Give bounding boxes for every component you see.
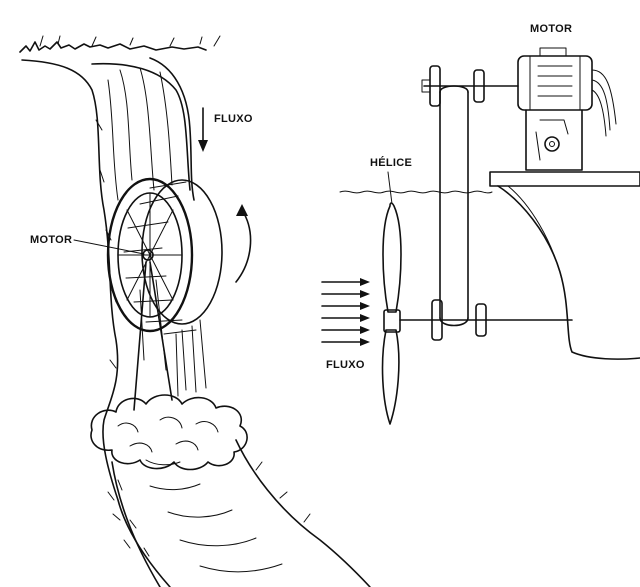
propeller-label: HÉLICE xyxy=(370,156,412,169)
flow-down-arrow-icon xyxy=(198,107,208,152)
waterfall-scene: FLUXO MOTOR xyxy=(19,35,371,587)
grass-ridge xyxy=(19,41,207,53)
drive-belt xyxy=(439,85,469,327)
flow-arrows-right xyxy=(321,278,370,346)
lower-pulley-right xyxy=(475,303,487,337)
flow-label-left: FLUXO xyxy=(214,113,253,125)
waterfall-edge-left xyxy=(91,62,191,191)
river-bank-left xyxy=(111,461,161,587)
wheel-support xyxy=(133,261,173,411)
motor-label-left: MOTOR xyxy=(30,234,72,246)
water-surface xyxy=(339,190,493,194)
river-bank-right xyxy=(235,439,371,587)
boat-hull xyxy=(489,171,640,360)
lower-pulley-left xyxy=(431,299,443,341)
water-wheel xyxy=(106,177,223,335)
rotation-arrow-icon xyxy=(235,204,252,283)
propeller-hub xyxy=(383,309,401,333)
waterfall-edge-right xyxy=(149,57,195,201)
motor-mount xyxy=(525,109,583,171)
propeller xyxy=(381,202,402,425)
upper-pulley-right xyxy=(473,69,485,103)
propeller-scene: MOTOR xyxy=(321,23,640,425)
flow-label-right: FLUXO xyxy=(326,359,365,371)
splash-foam xyxy=(90,394,248,471)
cliff-left-edge xyxy=(21,59,171,587)
motor-label-right: MOTOR xyxy=(530,23,572,35)
motor-body xyxy=(517,47,617,137)
motor-leader-line xyxy=(73,239,145,255)
